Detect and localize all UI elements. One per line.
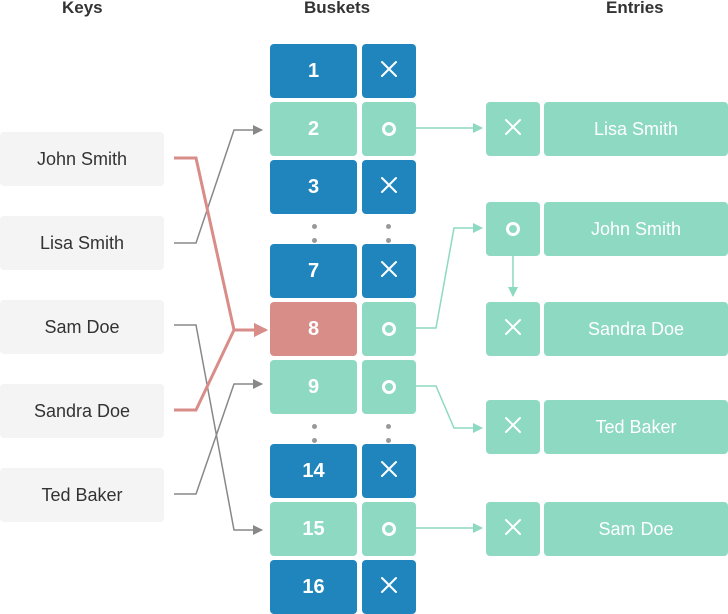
bucket-15-pointer — [362, 502, 416, 556]
cross-icon — [504, 416, 522, 439]
arrow-sandra-doe — [174, 323, 268, 412]
bucket-2-pointer — [362, 102, 416, 156]
cross-icon — [380, 60, 398, 83]
arrow-ted-baker — [174, 379, 263, 495]
bucket-3-pointer — [362, 160, 416, 214]
bucket-9-pointer — [362, 360, 416, 414]
key-sandra-doe: Sandra Doe — [0, 384, 164, 438]
arrow-bucket-8 — [416, 223, 483, 329]
bucket-8-pointer — [362, 302, 416, 356]
bucket-7-pointer — [362, 244, 416, 298]
bucket-2: 2 — [270, 102, 357, 156]
cross-icon — [380, 260, 398, 283]
buckets-header: Buskets — [304, 0, 371, 17]
entry-sandra-doe-pointer — [486, 302, 540, 356]
entry-ted-baker-pointer — [486, 400, 540, 454]
ring-icon — [506, 222, 520, 236]
bucket-15: 15 — [270, 502, 357, 556]
bucket-9: 9 — [270, 360, 357, 414]
bucket-1-pointer — [362, 44, 416, 98]
entry-john-smith-pointer — [486, 202, 540, 256]
keys-header: Keys — [62, 0, 103, 17]
entry-ted-baker: Ted Baker — [544, 400, 728, 454]
arrow-john-smith — [174, 156, 268, 337]
bucket-14-pointer — [362, 444, 416, 498]
ring-icon — [382, 522, 396, 536]
cross-icon — [380, 576, 398, 599]
arrow-sam-doe — [174, 324, 263, 535]
cross-icon — [504, 518, 522, 541]
bucket-7: 7 — [270, 244, 357, 298]
cross-icon — [504, 118, 522, 141]
entry-lisa-smith: Lisa Smith — [544, 102, 728, 156]
bucket-8: 8 — [270, 302, 357, 356]
entries-header: Entries — [606, 0, 664, 17]
cross-icon — [504, 318, 522, 341]
entry-lisa-smith-pointer — [486, 102, 540, 156]
ellipsis-icon — [312, 224, 318, 250]
key-sam-doe: Sam Doe — [0, 300, 164, 354]
key-lisa-smith: Lisa Smith — [0, 216, 164, 270]
ellipsis-icon — [312, 424, 318, 450]
entry-sam-doe: Sam Doe — [544, 502, 728, 556]
cross-icon — [380, 460, 398, 483]
entry-john-smith: John Smith — [544, 202, 728, 256]
arrow-bucket-9 — [416, 385, 483, 433]
bucket-1: 1 — [270, 44, 357, 98]
cross-icon — [380, 176, 398, 199]
key-ted-baker: Ted Baker — [0, 468, 164, 522]
entry-sandra-doe: Sandra Doe — [544, 302, 728, 356]
bucket-3: 3 — [270, 160, 357, 214]
arrow-lisa-smith — [174, 125, 263, 244]
entry-sam-doe-pointer — [486, 502, 540, 556]
ring-icon — [382, 380, 396, 394]
key-john-smith: John Smith — [0, 132, 164, 186]
ellipsis-icon — [386, 224, 392, 250]
bucket-14: 14 — [270, 444, 357, 498]
bucket-16: 16 — [270, 560, 357, 614]
bucket-16-pointer — [362, 560, 416, 614]
ring-icon — [382, 322, 396, 336]
ellipsis-icon — [386, 424, 392, 450]
ring-icon — [382, 122, 396, 136]
